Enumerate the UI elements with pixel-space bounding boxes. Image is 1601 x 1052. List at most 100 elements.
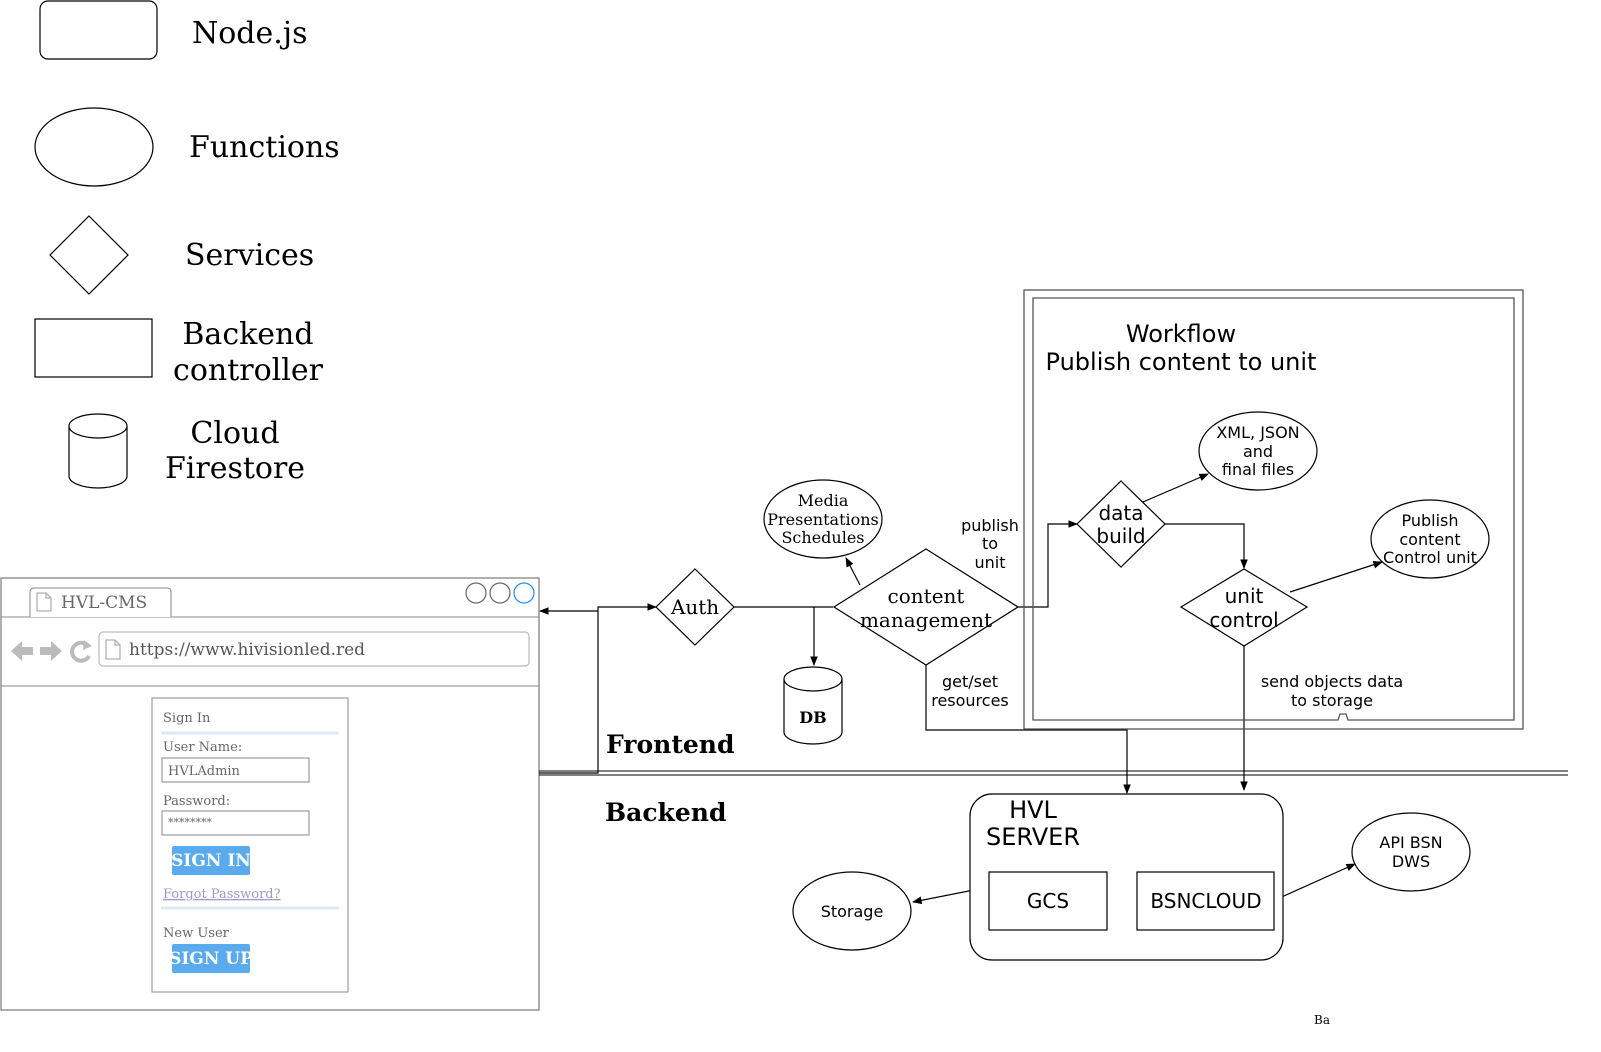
legend-backend-controller-label-2: controller [173, 353, 324, 388]
api-bsn-label-1: API BSN [1379, 833, 1442, 852]
svg-text:unit: unit [975, 553, 1006, 572]
back-arrow-icon[interactable] [11, 641, 33, 661]
connector-content-databuild [1018, 520, 1078, 608]
tab-hvl-cms[interactable]: HVL-CMS [29, 587, 172, 617]
data-build-label-2: build [1096, 524, 1145, 548]
svg-text:publish: publish [961, 516, 1019, 535]
legend-functions-shape [34, 107, 154, 187]
legend-cloud-firestore-label-2: Firestore [165, 451, 305, 486]
password-value: ******** [168, 816, 213, 829]
content-management-label-2: management [860, 608, 992, 632]
connector-databuild-unitcontrol [1165, 523, 1248, 569]
xml-json-label-2: and [1243, 442, 1273, 461]
signin-button-label: SIGN IN [171, 851, 251, 871]
connector-bsncloud-api [1274, 863, 1356, 901]
password-label: Password: [163, 794, 230, 809]
api-bsn-function: API BSN DWS [1351, 812, 1471, 892]
browser-window: HVL-CMS https://www.hivisionled.red [0, 577, 540, 1011]
address-bar[interactable]: https://www.hivisionled.red [98, 631, 530, 667]
signin-button[interactable]: SIGN IN [171, 846, 251, 875]
hvl-server-label-2: SERVER [986, 823, 1080, 851]
signup-button-label: SIGN UP [169, 949, 253, 969]
legend: Node.js Functions Services Backend contr… [34, 0, 340, 489]
ba-label: Ba [1314, 1013, 1330, 1027]
window-control-close[interactable] [513, 582, 535, 604]
url-text: https://www.hivisionled.red [129, 640, 365, 660]
new-user-label: New User [163, 926, 230, 941]
connector-content-server [925, 665, 1131, 794]
forgot-password-link[interactable]: Forgot Password? [163, 887, 281, 902]
forward-arrow-icon[interactable] [40, 641, 62, 661]
legend-nodejs-label: Node.js [192, 16, 308, 51]
backend-label: Backend [605, 798, 726, 827]
media-label-1: Media [798, 491, 849, 510]
storage-function: Storage [792, 871, 912, 951]
signup-button[interactable]: SIGN UP [169, 944, 253, 973]
send-objects-label: send objects data to storage [1261, 672, 1403, 710]
window-control-maximize[interactable] [489, 582, 511, 604]
connector-content-media [845, 557, 861, 586]
username-value: HVLAdmin [168, 764, 241, 779]
media-function: Media Presentations Schedules [763, 479, 883, 559]
connectors [539, 473, 1383, 905]
legend-backend-controller-shape [34, 318, 153, 378]
storage-label: Storage [821, 902, 884, 921]
gcs-controller: GCS [988, 871, 1108, 931]
connector-databuild-xml [1142, 473, 1209, 503]
data-build-label-1: data [1098, 501, 1143, 525]
publish-content-function: Publish content Control unit [1370, 499, 1490, 579]
svg-text:to: to [982, 534, 998, 553]
unit-control-label-2: control [1209, 608, 1278, 632]
signin-panel: Sign In User Name: HVLAdmin Password: **… [151, 697, 349, 993]
password-input[interactable]: ******** [161, 810, 310, 836]
workflow-title-1: Workflow [1126, 320, 1236, 348]
content-management-label-1: content [888, 584, 965, 608]
frontend-backend-separator [539, 770, 1568, 776]
api-bsn-label-2: DWS [1392, 852, 1430, 871]
connector-unitcontrol-publish [1289, 561, 1383, 593]
publish-content-label-1: Publish [1401, 511, 1458, 530]
db-label: DB [799, 708, 826, 727]
frontend-label: Frontend [606, 730, 734, 759]
publish-to-unit-label: publish to unit [961, 516, 1019, 572]
unit-control-service: unit control [1179, 568, 1309, 647]
svg-text:send objects data: send objects data [1261, 672, 1403, 691]
signin-title: Sign In [163, 711, 211, 726]
legend-services-shape [49, 215, 129, 295]
legend-cloud-firestore-shape [68, 413, 128, 489]
bsncloud-controller: BSNCLOUD [1136, 871, 1275, 931]
legend-functions-label: Functions [189, 130, 340, 165]
db-firestore: DB [783, 666, 843, 745]
media-label-2: Presentations [767, 510, 879, 529]
legend-nodejs-shape [39, 0, 158, 60]
svg-text:to storage: to storage [1291, 691, 1373, 710]
data-build-service: data build [1076, 480, 1166, 568]
unit-control-label-1: unit [1225, 584, 1264, 608]
get-set-resources-label: get/set resources [931, 672, 1009, 710]
connector-browser-auth [539, 603, 657, 774]
legend-services-label: Services [185, 238, 314, 273]
publish-content-label-3: Control unit [1383, 548, 1477, 567]
refresh-icon[interactable] [70, 640, 92, 663]
tab-title: HVL-CMS [61, 593, 147, 613]
legend-cloud-firestore-label-1: Cloud [190, 416, 279, 451]
page-icon [105, 639, 121, 660]
window-control-minimize[interactable] [465, 582, 487, 604]
bsncloud-label: BSNCLOUD [1150, 889, 1261, 913]
gcs-label: GCS [1027, 889, 1069, 913]
workflow-container: Workflow Publish content to unit [1023, 289, 1524, 730]
legend-backend-controller-label-1: Backend [182, 317, 313, 352]
username-input[interactable]: HVLAdmin [161, 757, 310, 783]
workflow-title-2: Publish content to unit [1046, 348, 1317, 376]
svg-text:get/set: get/set [942, 672, 998, 691]
auth-label: Auth [670, 595, 719, 619]
publish-content-label-2: content [1399, 530, 1460, 549]
xml-json-function: XML, JSON and final files [1198, 411, 1318, 491]
page-icon [36, 592, 52, 612]
svg-text:resources: resources [931, 691, 1009, 710]
content-management-service: content management [832, 548, 1020, 666]
auth-service: Auth [655, 568, 735, 646]
media-label-3: Schedules [781, 528, 864, 547]
hvl-server-label-1: HVL [1009, 796, 1057, 824]
username-label: User Name: [163, 740, 242, 755]
